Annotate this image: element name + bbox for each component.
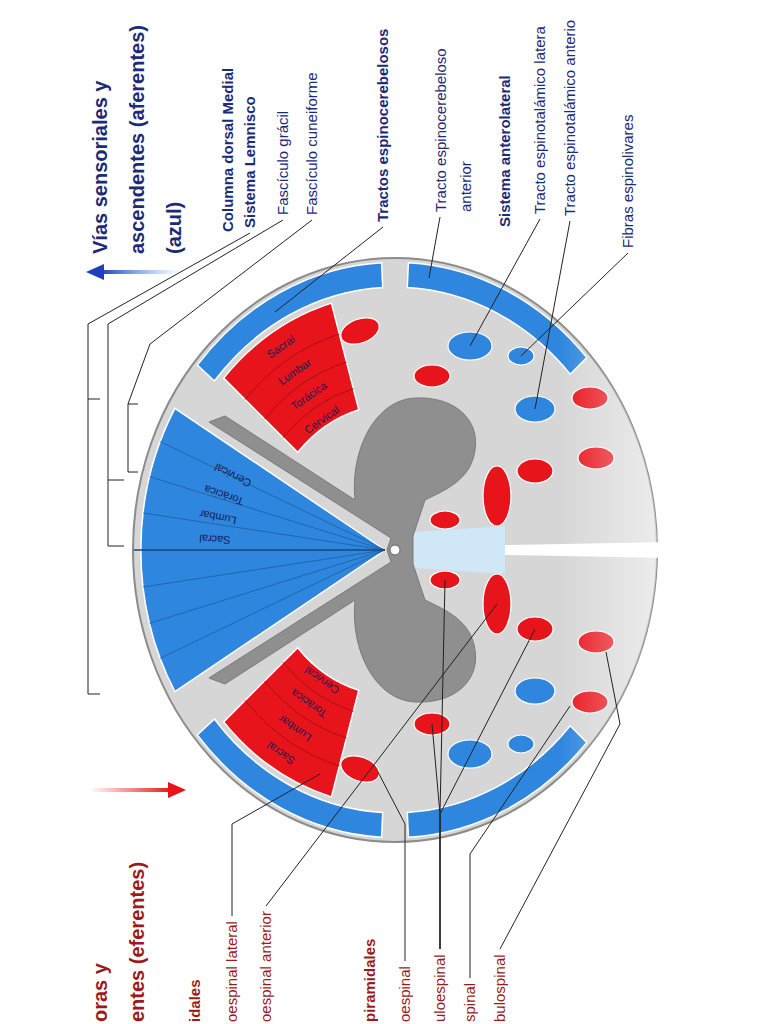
reticulospinal-tract (430, 511, 460, 529)
tract-label: Tracto espinotalámico anterio (561, 20, 579, 216)
lamina-line (160, 442, 385, 550)
lamina-line (143, 550, 385, 587)
tract-label: uloespinal (431, 954, 449, 1022)
reticulospinal-tract (414, 365, 450, 387)
leader-line (470, 706, 570, 978)
tract-label: oespinal (396, 966, 414, 1022)
tract-label: bulospinal (491, 954, 509, 1022)
sensory-heading: Vías sensoriales y ascendentes (aferente… (82, 9, 193, 254)
leader-line (470, 219, 540, 346)
system-heading: piramidales (361, 939, 379, 1022)
lamina-label: Sacral (199, 532, 231, 545)
leader-line (232, 774, 320, 916)
leader-line (429, 217, 440, 278)
descending-arrow-shaft (90, 788, 170, 792)
leader-line (440, 629, 535, 949)
system-heading: idales (186, 979, 204, 1022)
lateral-spinothalamic-tract (448, 740, 492, 768)
rubrospinal-tract (337, 751, 383, 787)
lamina-line (143, 513, 385, 550)
spino-olivary-fibres (508, 735, 534, 753)
anterior-spinocerebellar-tract (407, 726, 587, 838)
ascending-arrow-head (86, 264, 104, 280)
tract-label: Tracto espinocerebeloso anterior (428, 32, 478, 212)
lamina-line (160, 550, 385, 658)
motor-heading: entes (eferentes) (125, 862, 149, 1022)
brackets (88, 399, 138, 694)
rubrospinal-tract (337, 313, 383, 349)
leader-line (440, 580, 445, 949)
system-heading: Sistema Lemnisco (241, 96, 259, 228)
gracile-bracket (108, 480, 124, 546)
reticulospinal-tract (517, 459, 553, 483)
ascending-arrow-shaft (102, 270, 180, 274)
tract-label: Fibras espinolivares (619, 115, 637, 248)
system-heading: Tractos espinocerebelosos (374, 29, 392, 222)
tract-label: Fascículo cuneiforme (303, 72, 321, 215)
anterior-commissure (413, 526, 505, 574)
lamina-line (150, 477, 385, 550)
cuneate-bracket (128, 404, 138, 472)
anterior-corticospinal-tract (483, 466, 511, 526)
tract-label: Tracto espinotalámico latera (531, 26, 549, 214)
dorsal-column-bracket (88, 399, 100, 694)
system-heading: Columna dorsal Medial (219, 68, 237, 232)
leader-line (266, 604, 497, 906)
leader-line (500, 652, 620, 949)
lamina-line (150, 550, 385, 623)
tract-label: oespinal anterior (257, 911, 275, 1022)
leader-line (108, 220, 283, 480)
tract-label: oespinal lateral (223, 921, 241, 1022)
leader-line (88, 233, 250, 399)
leader-line (432, 724, 440, 949)
ventral-fade (560, 254, 672, 844)
tract-label: spinal (461, 983, 479, 1022)
leader-line (521, 253, 628, 356)
motor-heading: oras y (88, 963, 112, 1022)
system-heading: Sistema anterolateral (496, 75, 514, 227)
anterior-spinothalamic-tract (515, 678, 555, 704)
leader-line (378, 772, 405, 961)
leader-line (535, 221, 570, 409)
tract-label: Fascículo grácil (274, 111, 292, 215)
central-canal (390, 545, 400, 555)
leader-line (275, 227, 383, 312)
dorsal-median-septum (134, 549, 385, 550)
descending-arrow-head (168, 782, 186, 798)
